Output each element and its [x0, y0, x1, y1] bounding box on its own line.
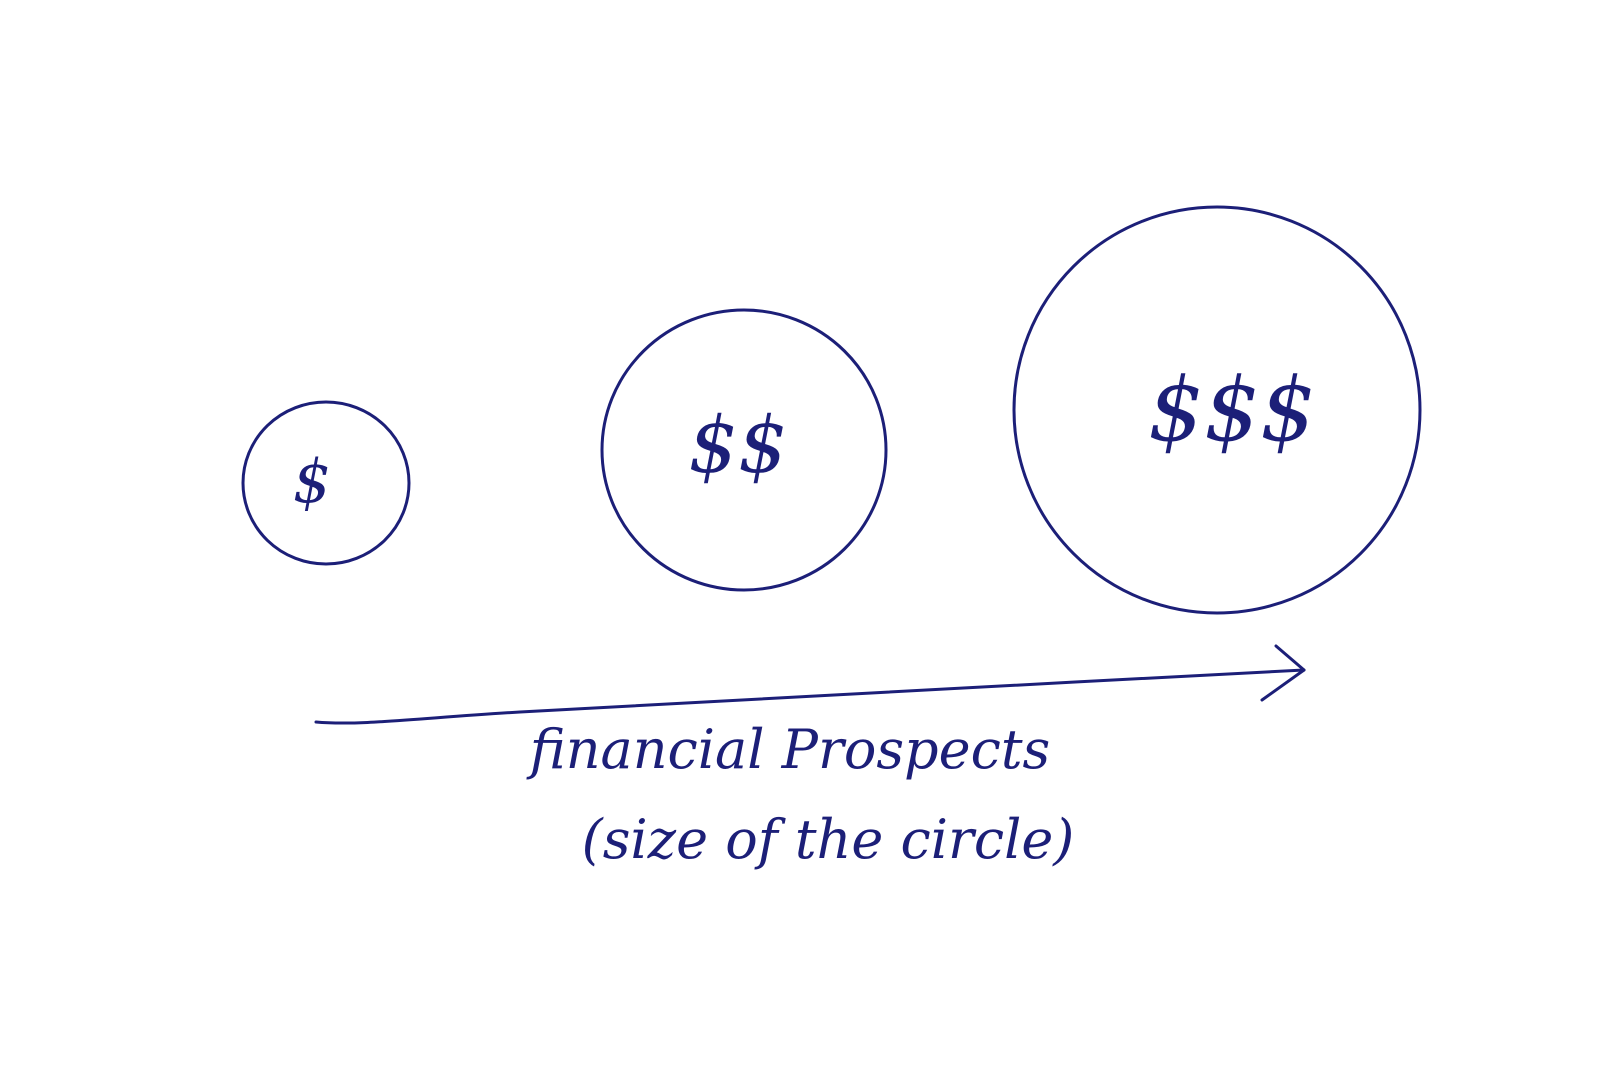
- circle-tier-3-label: $$$: [1148, 358, 1316, 461]
- circle-tier-3-outline: [1012, 205, 1422, 615]
- circle-tier-2: $$: [600, 308, 888, 592]
- arrow-shaft: [314, 668, 1306, 725]
- circle-tier-2-label: $$: [688, 401, 787, 491]
- axis-label-line1: financial Prospects: [526, 718, 1050, 781]
- circle-tier-1-outline: [241, 400, 411, 566]
- circle-tier-1-label: $: [293, 447, 331, 517]
- circle-tier-2-outline: [600, 308, 888, 592]
- circle-tier-3: $$$: [1012, 205, 1422, 615]
- axis-label: financial Prospects (size of the circle): [526, 718, 1075, 871]
- arrowhead-icon: [1260, 644, 1306, 702]
- prospects-arrow: [314, 644, 1306, 725]
- circle-tier-1: $: [241, 400, 411, 566]
- axis-label-line2: (size of the circle): [582, 808, 1075, 871]
